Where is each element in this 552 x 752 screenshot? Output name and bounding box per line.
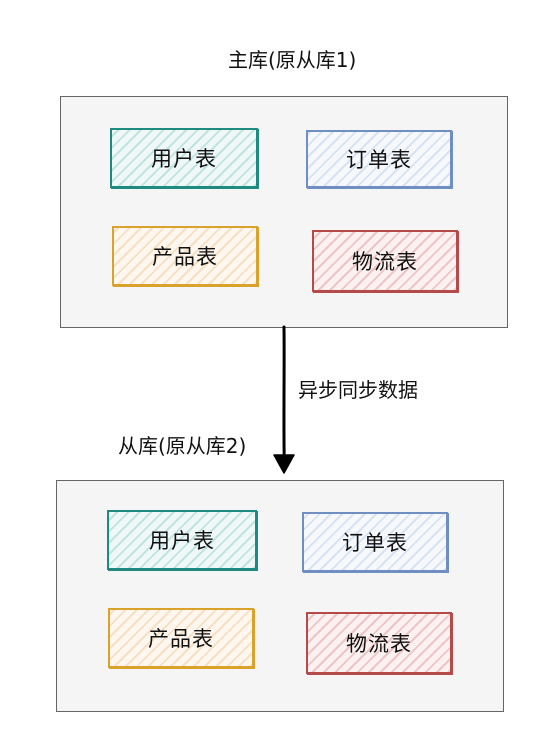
- table-label: 产品表: [148, 627, 214, 651]
- table-label: 用户表: [151, 147, 217, 171]
- primary-table-products: 产品表: [112, 226, 258, 286]
- table-label: 订单表: [346, 148, 412, 172]
- primary-table-orders: 订单表: [306, 130, 452, 188]
- table-label: 用户表: [149, 529, 215, 553]
- replica-table-products: 产品表: [108, 608, 254, 668]
- replica-table-users: 用户表: [107, 510, 257, 570]
- sync-label: 异步同步数据: [298, 378, 418, 402]
- sync-arrow: [273, 325, 295, 474]
- table-label: 物流表: [352, 250, 418, 274]
- replica-db-label: 从库(原从库2): [118, 434, 247, 458]
- table-label: 产品表: [152, 245, 218, 269]
- primary-table-logistics: 物流表: [312, 230, 458, 292]
- sync-arrow-head: [273, 454, 295, 474]
- replica-table-orders: 订单表: [302, 512, 448, 572]
- replica-table-logistics: 物流表: [306, 612, 452, 674]
- primary-db-label: 主库(原从库1): [228, 48, 357, 72]
- primary-table-users: 用户表: [110, 128, 258, 188]
- table-label: 订单表: [342, 531, 408, 555]
- table-label: 物流表: [346, 632, 412, 656]
